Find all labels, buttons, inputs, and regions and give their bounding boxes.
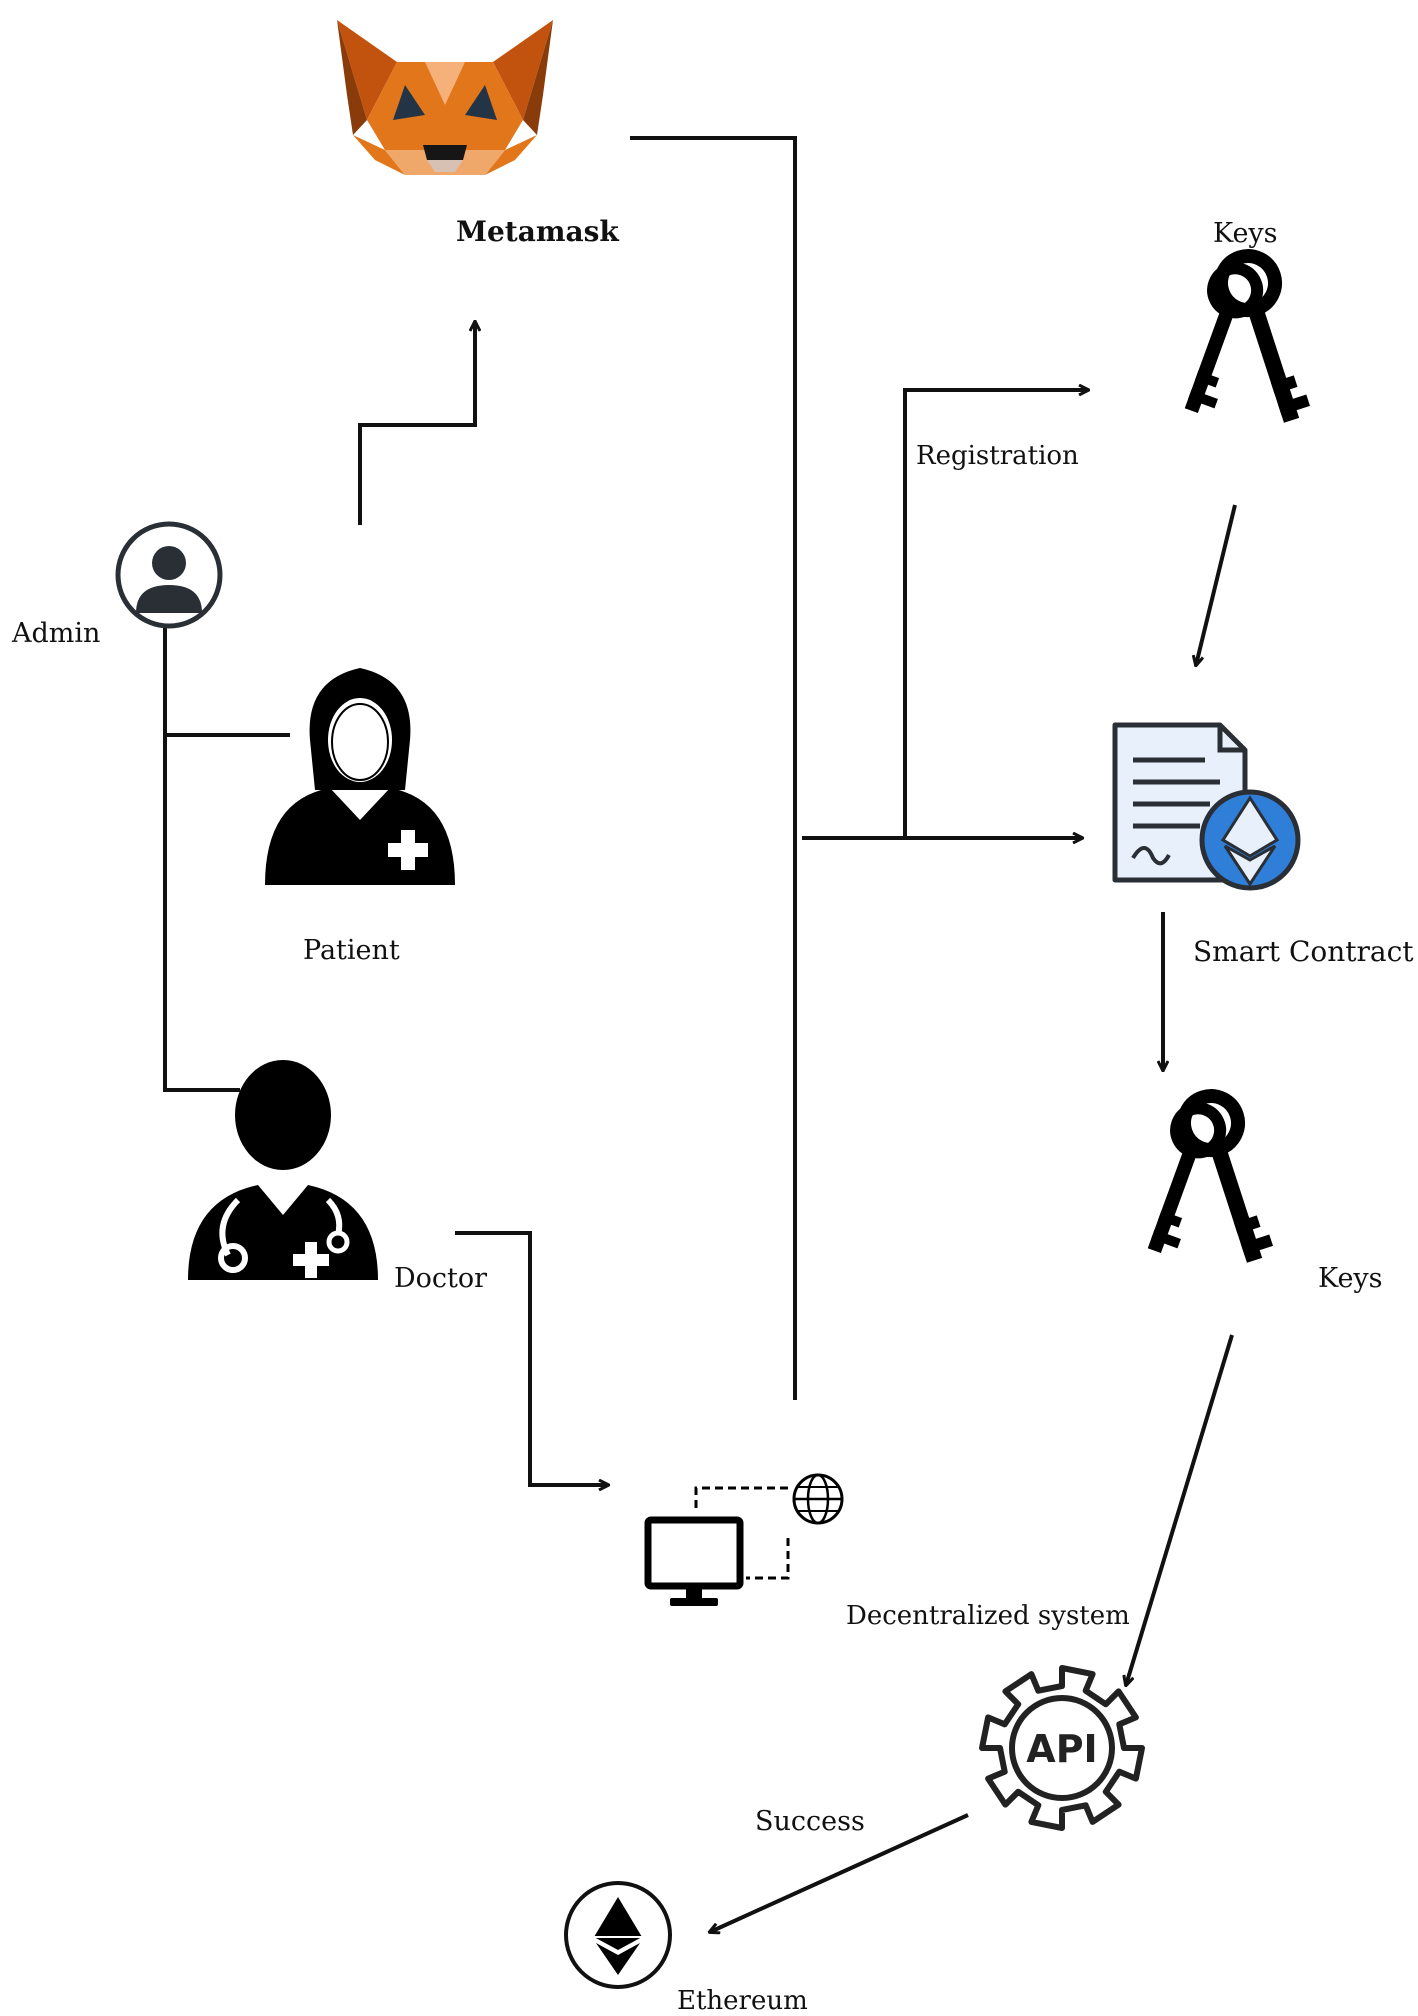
patient-label: Patient (303, 935, 400, 966)
ethereum-label: Ethereum (677, 1986, 808, 2016)
edge-keys-smart-contract (1196, 504, 1237, 665)
smart-contract-label: Smart Contract (1193, 935, 1414, 968)
metamask-label: Metamask (456, 215, 619, 248)
edge-registration (903, 390, 1088, 838)
admin-label: Admin (12, 618, 101, 649)
keys-bottom-label: Keys (1318, 1263, 1383, 1294)
edge-doctor-decentralized (455, 1231, 608, 1485)
edge-to-metamask (358, 322, 475, 525)
edge-metamask-trunk (630, 136, 797, 1400)
smart-contract-icon (1112, 722, 1301, 891)
api-label: API (1026, 1727, 1097, 1771)
globe-icon (792, 1473, 844, 1525)
api-gear-icon: API (979, 1665, 1145, 1831)
success-label: Success (755, 1806, 865, 1837)
keys-bottom-icon (1147, 1089, 1273, 1263)
edge-admin-patient (163, 625, 290, 737)
ethereum-icon (564, 1881, 672, 1989)
edge-admin-doctor (163, 735, 240, 1092)
doctor-icon (188, 1060, 378, 1280)
decentralized-system-label: Decentralized system (846, 1601, 1130, 1631)
keys-top-label: Keys (1213, 218, 1278, 249)
admin-avatar-icon (115, 521, 223, 629)
decentralized-system-icon (644, 1473, 844, 1606)
patient-icon (265, 668, 455, 885)
edge-keys-api (1126, 1334, 1234, 1685)
metamask-fox-icon (337, 20, 553, 175)
doctor-label: Doctor (394, 1263, 488, 1294)
edge-success (710, 1813, 969, 1932)
keys-top-icon (1184, 249, 1310, 423)
registration-label: Registration (916, 441, 1079, 471)
